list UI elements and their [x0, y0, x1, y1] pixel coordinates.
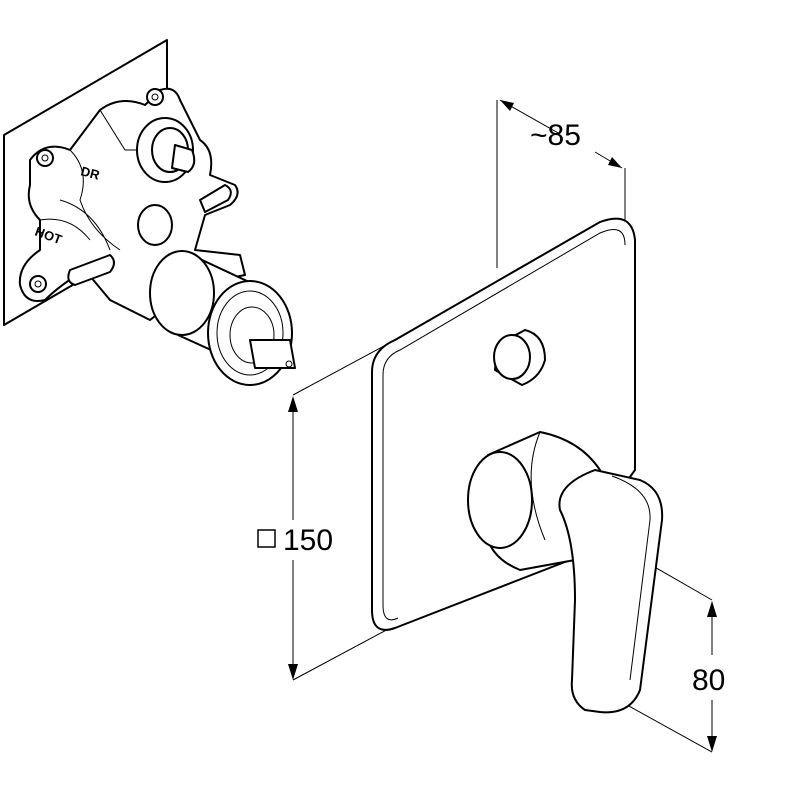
valve-cartridge	[149, 250, 296, 386]
lever-handle	[467, 431, 664, 714]
dimension-handle-height-label: 80	[692, 664, 725, 697]
square-symbol-icon	[257, 529, 276, 548]
valve-label-dr: DR	[79, 163, 102, 183]
diverter-button	[493, 329, 546, 386]
dimension-plate-size-label: 150	[283, 524, 333, 557]
dimension-depth-label: ~85	[530, 119, 581, 152]
